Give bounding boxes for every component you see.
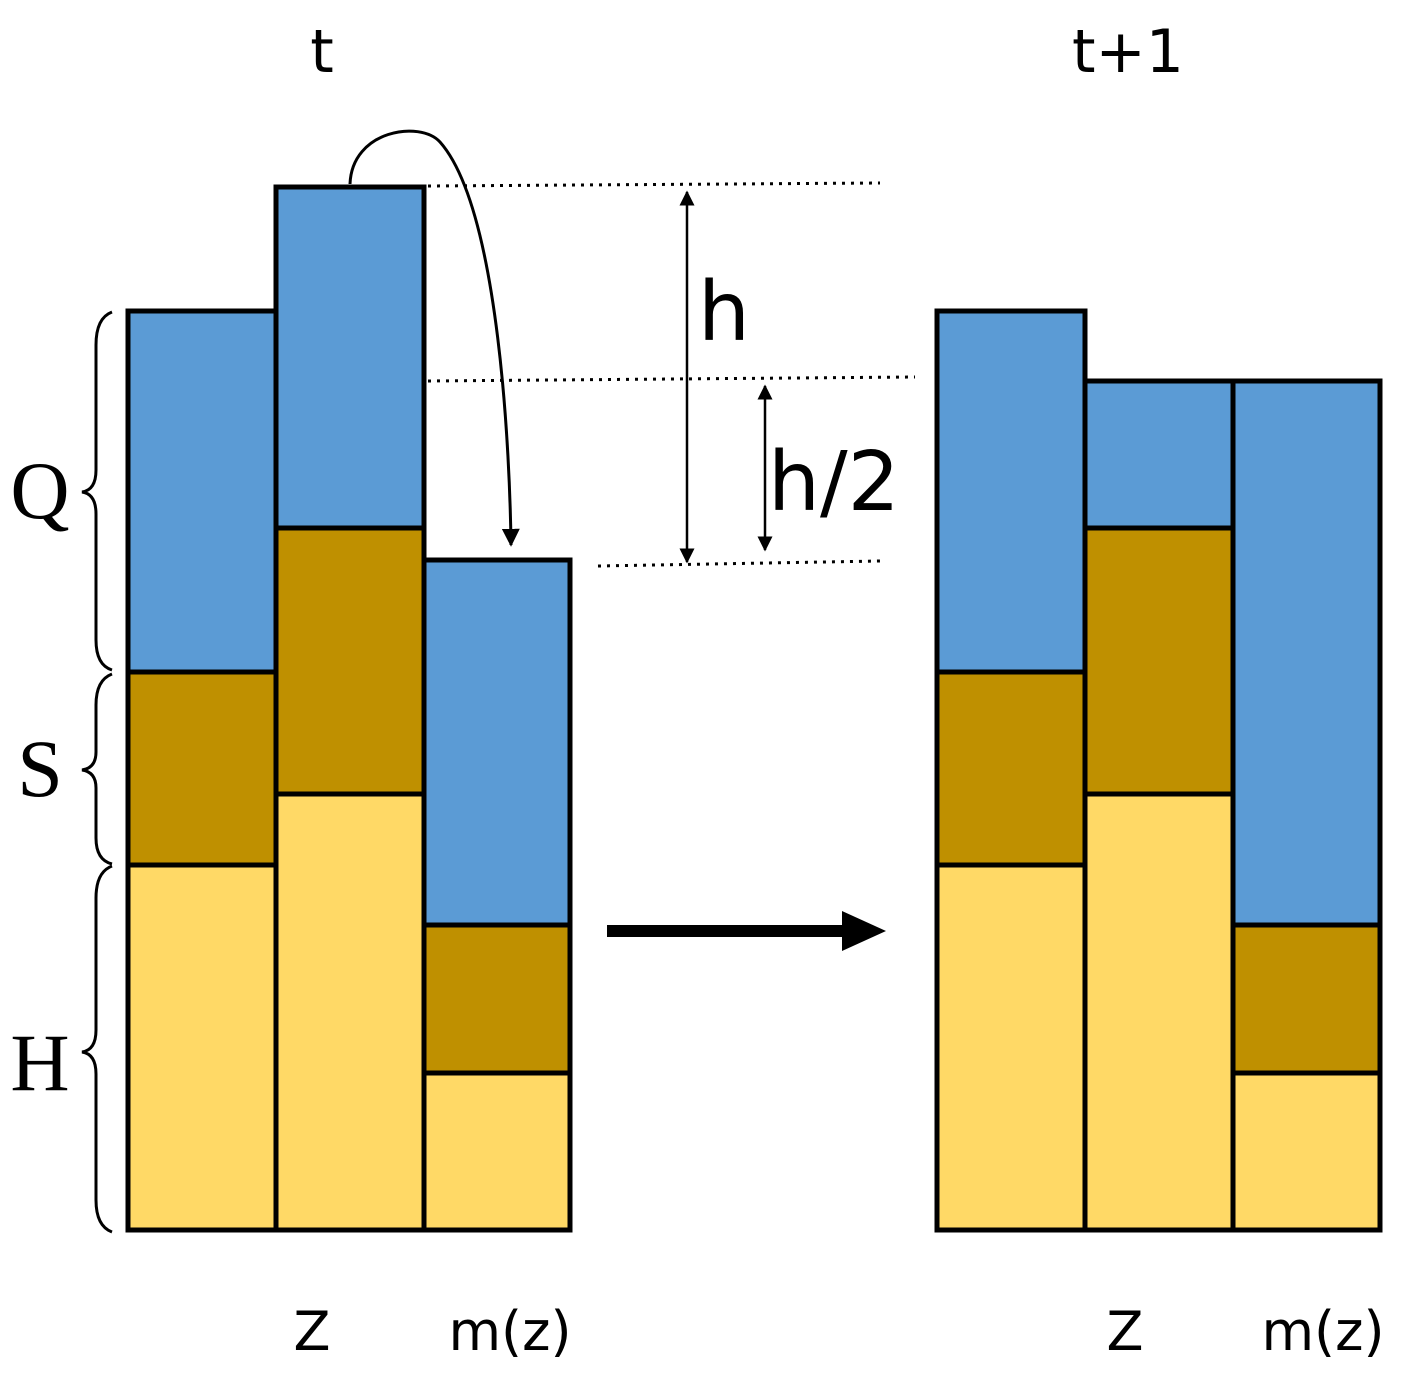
transfer-curve-arrow xyxy=(348,129,520,547)
left-colZ-Q-block xyxy=(273,184,427,531)
reference-line-bottom xyxy=(597,559,881,568)
left-colMz-S-block xyxy=(421,922,573,1076)
left-colZ-S-block xyxy=(273,525,427,797)
reference-line-middle xyxy=(427,375,916,383)
right-colMz-Q-block xyxy=(1230,378,1383,928)
right-col1-S-block xyxy=(934,669,1088,868)
left-axis-label-mz: m(z) xyxy=(448,1300,571,1363)
left-col1-S-block xyxy=(125,669,279,868)
brace-S xyxy=(81,672,113,866)
right-colMz-H-block xyxy=(1230,1070,1383,1233)
right-colZ-S-block xyxy=(1082,525,1236,797)
right-colZ-Q-block xyxy=(1082,378,1236,531)
layer-label-S: S xyxy=(17,723,63,814)
reference-line-top xyxy=(427,181,881,188)
right-panel: Z m(z) xyxy=(934,308,1385,1363)
left-col1-Q-block xyxy=(125,308,279,675)
left-panel: Q S H Z m(z) xyxy=(10,129,573,1363)
left-col1-H-block xyxy=(125,862,279,1233)
transition-arrow xyxy=(607,911,886,951)
right-colZ-H-block xyxy=(1082,791,1236,1233)
left-axis-label-z: Z xyxy=(294,1300,331,1363)
brace-H xyxy=(81,864,113,1234)
right-col1-Q-block xyxy=(934,308,1088,675)
left-colZ-H-block xyxy=(273,791,427,1233)
layer-label-H: H xyxy=(10,1017,69,1108)
right-col1-H-block xyxy=(934,862,1088,1233)
right-axis-label-z: Z xyxy=(1107,1300,1144,1363)
left-colMz-Q-block xyxy=(421,557,573,928)
dimension-label-h-half: h/2 xyxy=(768,435,900,530)
dimension-label-h: h xyxy=(698,265,750,360)
layer-label-Q: Q xyxy=(10,445,69,536)
brace-Q xyxy=(81,310,113,672)
panel-title-t: t xyxy=(310,17,334,87)
right-colMz-S-block xyxy=(1230,922,1383,1076)
panel-title-t-plus-1: t+1 xyxy=(1072,17,1184,87)
left-colMz-H-block xyxy=(421,1070,573,1233)
right-axis-label-mz: m(z) xyxy=(1261,1300,1384,1363)
